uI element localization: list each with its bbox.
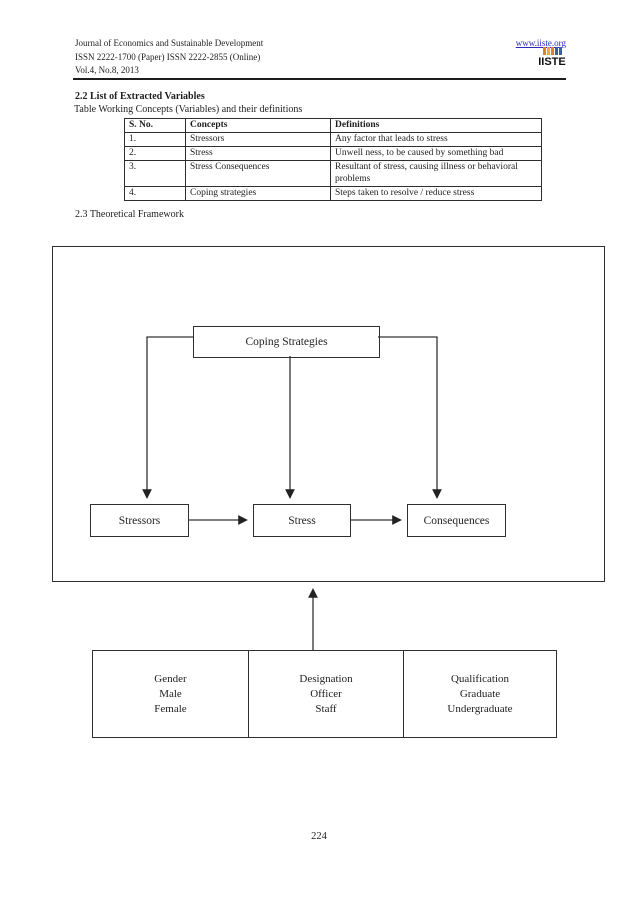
designation-cell: Designation Officer Staff bbox=[248, 651, 403, 737]
cell-concept: Stress bbox=[185, 146, 331, 161]
cell-concept: Stress Consequences bbox=[185, 160, 331, 187]
gender-cell: Gender Male Female bbox=[93, 651, 248, 737]
qualification-undergraduate: Undergraduate bbox=[447, 702, 513, 715]
table-row: 2. Stress Unwell ness, to be caused by s… bbox=[124, 146, 542, 161]
section-2-3-heading: 2.3 Theoretical Framework bbox=[75, 209, 184, 220]
qualification-graduate: Graduate bbox=[459, 687, 501, 700]
cell-sno: 2. bbox=[124, 146, 186, 161]
designation-label: Designation bbox=[299, 672, 353, 685]
designation-officer: Officer bbox=[310, 687, 342, 700]
iiste-logo: IISTE bbox=[538, 47, 566, 68]
table-caption: Table Working Concepts (Variables) and t… bbox=[74, 104, 303, 115]
cell-definition: Resultant of stress, causing illness or … bbox=[330, 160, 542, 187]
stressors-box: Stressors bbox=[90, 504, 189, 537]
journal-volume: Vol.4, No.8, 2013 bbox=[75, 65, 139, 75]
designation-staff: Staff bbox=[315, 702, 337, 715]
consequences-box: Consequences bbox=[407, 504, 506, 537]
demographics-box: Gender Male Female Designation Officer S… bbox=[92, 650, 557, 738]
stress-box: Stress bbox=[253, 504, 351, 537]
website-link[interactable]: www.iiste.org bbox=[515, 38, 566, 48]
page-number: 224 bbox=[311, 831, 327, 842]
logo-bars-icon bbox=[538, 47, 566, 55]
cell-sno: 4. bbox=[124, 186, 186, 201]
table-header-row: S. No. Concepts Definitions bbox=[124, 118, 542, 133]
cell-definition: Steps taken to resolve / reduce stress bbox=[330, 186, 542, 201]
qualification-cell: Qualification Graduate Undergraduate bbox=[403, 651, 556, 737]
variables-table: S. No. Concepts Definitions 1. Stressors… bbox=[124, 118, 542, 201]
logo-text: IISTE bbox=[538, 56, 566, 68]
gender-female: Female bbox=[154, 702, 187, 715]
cell-concept: Coping strategies bbox=[185, 186, 331, 201]
col-header-sno: S. No. bbox=[124, 118, 186, 133]
gender-male: Male bbox=[159, 687, 182, 700]
col-header-concepts: Concepts bbox=[185, 118, 331, 133]
cell-definition: Any factor that leads to stress bbox=[330, 132, 542, 147]
table-row: 4. Coping strategies Steps taken to reso… bbox=[124, 186, 542, 201]
gender-label: Gender bbox=[154, 672, 187, 685]
cell-concept: Stressors bbox=[185, 132, 331, 147]
section-2-2-heading: 2.2 List of Extracted Variables bbox=[75, 91, 205, 102]
col-header-definitions: Definitions bbox=[330, 118, 542, 133]
framework-frame bbox=[52, 246, 605, 582]
table-row: 1. Stressors Any factor that leads to st… bbox=[124, 132, 542, 147]
journal-header: Journal of Economics and Sustainable Dev… bbox=[75, 37, 263, 78]
cell-definition: Unwell ness, to be caused by something b… bbox=[330, 146, 542, 161]
qualification-label: Qualification bbox=[450, 672, 510, 685]
header-divider bbox=[73, 78, 566, 80]
journal-title: Journal of Economics and Sustainable Dev… bbox=[75, 38, 264, 48]
table-row: 3. Stress Consequences Resultant of stre… bbox=[124, 160, 542, 187]
cell-sno: 1. bbox=[124, 132, 186, 147]
coping-strategies-box: Coping Strategies bbox=[193, 326, 380, 358]
journal-issn: ISSN 2222-1700 (Paper) ISSN 2222-2855 (O… bbox=[75, 51, 261, 62]
cell-sno: 3. bbox=[124, 160, 186, 187]
